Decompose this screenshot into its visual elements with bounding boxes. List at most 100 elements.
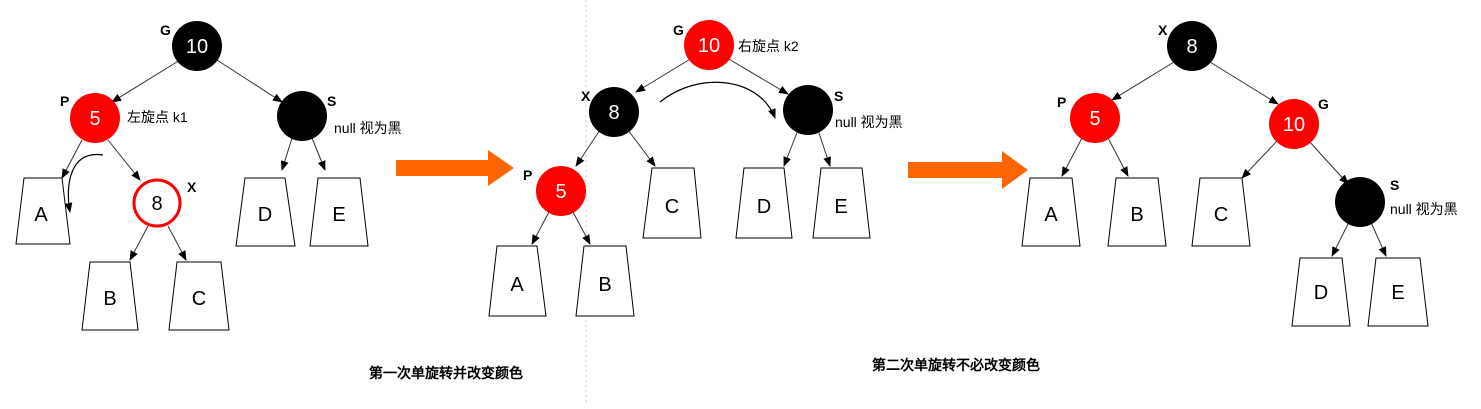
leaf-b	[575, 245, 635, 317]
leaf-label: C	[665, 196, 679, 218]
leaf-label: A	[1044, 204, 1058, 226]
node-label: P	[1057, 94, 1066, 110]
step2-tree: A B C D E 10 G 右旋点 k2 8 X S null 视为黑 5 P…	[488, 20, 1040, 373]
edge	[1331, 219, 1351, 257]
edge	[311, 137, 326, 171]
edge	[1307, 139, 1349, 185]
step1-caption: 第一次单旋转并改变颜色	[369, 365, 523, 381]
edge	[726, 57, 789, 95]
leaf-d	[1291, 257, 1351, 327]
node-x	[1167, 21, 1217, 71]
edge	[1369, 219, 1387, 257]
leaf-label: E	[1391, 282, 1404, 304]
edge	[61, 139, 83, 179]
node-label: S	[1390, 177, 1399, 193]
node-label: X	[1158, 22, 1168, 38]
node-value: 5	[555, 181, 566, 203]
leaf-b	[1107, 177, 1167, 247]
node-value: 5	[89, 108, 100, 130]
node-x	[589, 87, 639, 137]
node-x	[132, 178, 182, 228]
edge	[107, 139, 141, 181]
node-g	[1269, 99, 1319, 149]
rotation-arrow	[659, 81, 776, 119]
rotation-arrow	[64, 154, 104, 213]
node-label: X	[581, 88, 591, 104]
node-p	[1070, 93, 1120, 143]
leaf-label: B	[1130, 204, 1143, 226]
node-s	[1335, 177, 1385, 227]
node-note: 左旋点 k1	[127, 109, 188, 125]
leaf-a	[15, 177, 71, 245]
edge	[129, 225, 149, 261]
edge	[1241, 139, 1279, 179]
node-label: P	[60, 93, 69, 109]
leaf-e	[1367, 257, 1429, 327]
edge	[627, 129, 656, 167]
node-note: null 视为黑	[334, 120, 402, 136]
step3-tree: A B C D E 8 X 5 P 10 G S null 视为黑	[1021, 21, 1458, 327]
node-label: S	[327, 93, 336, 109]
node-s	[277, 91, 327, 141]
node-g	[172, 21, 222, 71]
node-note: null 视为黑	[1390, 201, 1458, 217]
edge	[1111, 61, 1175, 101]
node-s	[783, 85, 833, 135]
node-value: 8	[1186, 36, 1197, 58]
node-value: 10	[186, 36, 208, 58]
edge	[1209, 61, 1279, 105]
leaf-label: C	[1214, 204, 1228, 226]
leaf-e	[812, 167, 871, 239]
leaf-label: D	[1314, 282, 1328, 304]
node-p	[536, 166, 586, 216]
edge	[1107, 137, 1129, 177]
edge	[216, 59, 283, 103]
edge	[783, 129, 799, 167]
leaf-c	[168, 261, 230, 331]
leaf-e	[309, 177, 369, 247]
transition-arrow-1	[396, 150, 514, 186]
leaf-label: A	[34, 204, 48, 226]
leaf-label: D	[757, 196, 771, 218]
step2-caption: 第二次单旋转不必改变颜色	[872, 357, 1040, 373]
node-label: X	[187, 179, 197, 195]
leaf-label: B	[598, 274, 611, 296]
leaf-d	[235, 177, 296, 247]
node-value: 5	[1089, 108, 1100, 130]
node-value: 8	[608, 102, 619, 124]
leaf-d	[735, 167, 793, 239]
edge	[571, 209, 591, 245]
leaf-c	[1191, 177, 1251, 247]
leaf-b	[81, 261, 139, 331]
node-value: 10	[698, 35, 720, 57]
leaf-c	[642, 167, 702, 239]
node-value: 10	[1283, 114, 1305, 136]
edge	[280, 137, 293, 171]
edge	[167, 225, 187, 261]
node-p	[70, 93, 120, 143]
edge	[111, 59, 181, 103]
node-value: 8	[151, 193, 162, 215]
node-label: P	[523, 167, 532, 183]
transition-arrow-2	[908, 151, 1028, 189]
leaf-label: A	[510, 274, 524, 296]
node-note: null 视为黑	[835, 114, 903, 130]
leaf-a	[488, 245, 547, 317]
edge	[1061, 137, 1083, 177]
leaf-label: E	[834, 196, 847, 218]
node-label: S	[834, 88, 843, 104]
node-label: G	[160, 22, 171, 38]
edge	[817, 129, 831, 167]
leaf-label: D	[258, 204, 272, 226]
edge	[635, 57, 693, 93]
node-label: G	[1318, 96, 1329, 112]
step1-tree: A B C D E 10 G 5 P 左旋点 k1 S null 视为黑 8 X…	[15, 21, 523, 381]
node-note: 右旋点 k2	[738, 38, 799, 54]
node-label: G	[673, 22, 684, 38]
leaf-label: E	[332, 204, 345, 226]
node-g	[684, 20, 734, 70]
leaf-a	[1021, 177, 1081, 247]
edge	[575, 129, 601, 167]
